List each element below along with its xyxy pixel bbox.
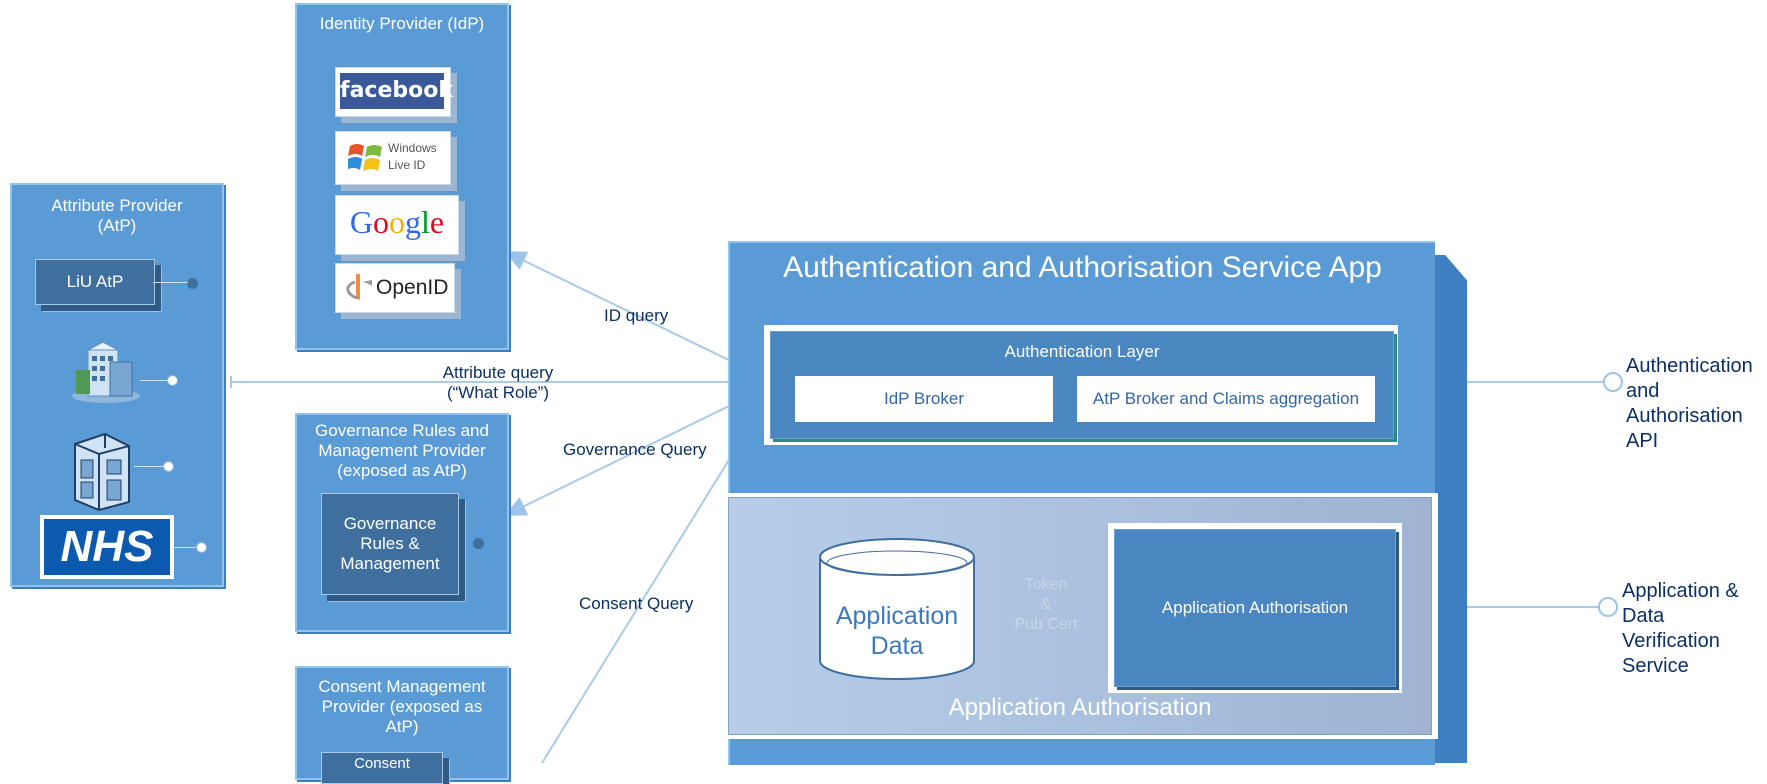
auth-layer-title: Authentication Layer	[1004, 342, 1160, 361]
application-authorisation-area: Application Authorisation Application Da…	[724, 493, 1438, 739]
verification-line2: Data	[1622, 605, 1665, 627]
app-authorisation-area-label: Application Authorisation	[948, 694, 1212, 721]
atp-broker-box: AtP Broker and Claims aggregation	[1077, 376, 1375, 422]
attribute-query-subtext: (“What Role”)	[446, 383, 549, 402]
token-amp: &	[1040, 596, 1052, 613]
office-building-icon	[72, 341, 140, 403]
openid-icon	[346, 274, 372, 300]
auth-api-line1: Authentication	[1626, 355, 1753, 377]
governance-box: Governance Rules & Management	[321, 493, 459, 595]
auth-api-line3: Authorisation	[1626, 405, 1743, 427]
consent-query-label: Consent Query	[579, 594, 694, 613]
openid-logo: OpenID	[335, 263, 455, 313]
liu-atp-connector-dot	[187, 278, 198, 289]
id-query-label: ID query	[604, 306, 669, 325]
auth-api-endpoint-icon[interactable]	[1603, 372, 1623, 392]
token-text: Token	[1024, 576, 1068, 593]
governance-title: Governance Rules and Management Provider…	[315, 421, 489, 480]
verification-endpoint-icon[interactable]	[1598, 597, 1618, 617]
id-query-line	[504, 251, 771, 381]
identity-provider-panel: Identity Provider (IdP) facebook Windows…	[295, 3, 509, 350]
nhs-logo: NHS	[40, 515, 174, 579]
pub-cert-text: Pub Cert	[1014, 616, 1078, 633]
authentication-layer: Authentication Layer IdP Broker AtP Brok…	[764, 325, 1398, 445]
windows-live-id-text: Windows Live ID	[388, 141, 437, 172]
consent-title: Consent Management Provider (exposed as …	[318, 677, 486, 736]
auth-api-line2: and	[1626, 380, 1660, 402]
windows-live-id-logo: Windows Live ID	[335, 131, 451, 185]
governance-query-line	[504, 385, 771, 516]
google-logo: Google	[335, 195, 459, 255]
application-data-label: Application Data	[818, 601, 976, 661]
app-data-line1: Application	[835, 602, 959, 630]
facebook-logo: facebook	[335, 67, 453, 117]
app-authorisation-box: Application Authorisation	[1114, 529, 1396, 687]
app-authorisation-box-frame: Application Authorisation	[1108, 523, 1402, 693]
governance-connector-dot	[473, 538, 484, 549]
attribute-query-text: Attribute query	[442, 363, 554, 382]
governance-query-label: Governance Query	[563, 440, 707, 459]
nhs-logo-text: NHS	[44, 519, 170, 575]
verification-line1: Application &	[1622, 580, 1739, 602]
hospital-connector-dot	[163, 461, 174, 472]
verification-line3: Verification	[1622, 630, 1720, 652]
hospital-building-icon	[74, 432, 130, 512]
windows-flag-icon	[348, 144, 382, 171]
idp-title: Identity Provider (IdP)	[319, 14, 485, 33]
nhs-connector-dot	[196, 542, 207, 553]
office-connector-dot	[167, 375, 178, 386]
verification-service-label: Application & Data Verification Service	[1622, 579, 1739, 679]
auth-service-app-panel: Authentication and Authorisation Service…	[724, 241, 1438, 765]
governance-provider-panel: Governance Rules and Management Provider…	[295, 413, 509, 632]
attribute-provider-panel: Attribute Provider (AtP) LiU AtP NHS	[10, 183, 224, 587]
consent-box: Consent	[321, 752, 443, 784]
application-data-cylinder	[819, 538, 975, 680]
auth-api-label: Authentication and Authorisation API	[1626, 354, 1753, 454]
liu-atp-box: LiU AtP	[35, 259, 155, 305]
governance-box-label: Governance Rules & Management	[340, 514, 440, 573]
google-logo-text: Google	[349, 204, 445, 240]
auth-api-line4: API	[1626, 430, 1659, 452]
verification-line4: Service	[1622, 655, 1689, 677]
token-label: Token & Pub Cert	[996, 575, 1096, 635]
facebook-logo-text: facebook	[340, 73, 453, 109]
openid-text: OpenID	[376, 276, 449, 299]
app-data-line2: Data	[870, 632, 924, 660]
atp-title: Attribute Provider (AtP)	[51, 196, 183, 235]
app-authorisation-box-label: Application Authorisation	[1161, 598, 1349, 617]
idp-broker-box: IdP Broker	[795, 376, 1053, 422]
app-title: Authentication and Authorisation Service…	[783, 251, 1382, 284]
attribute-query-label: Attribute query (“What Role”)	[418, 363, 578, 403]
